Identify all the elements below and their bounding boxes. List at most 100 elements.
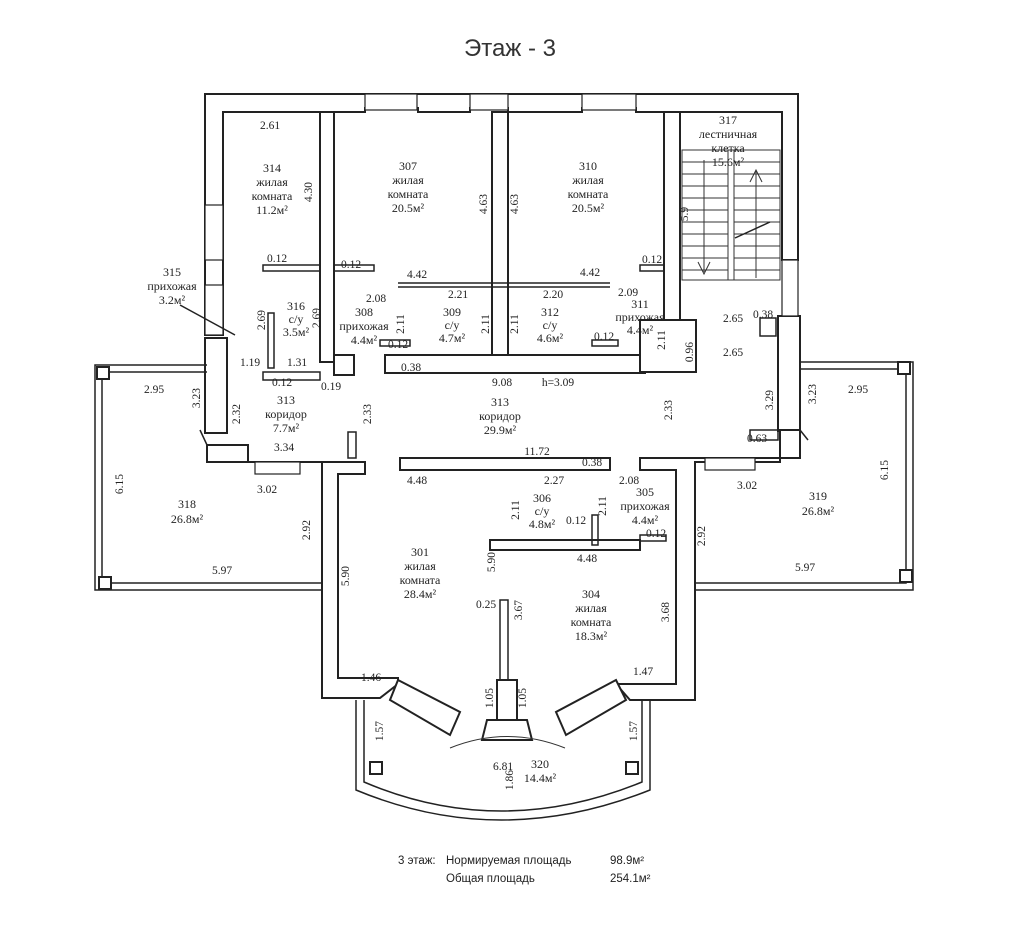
dimension-label: 4.63 — [478, 194, 490, 214]
staircase — [681, 149, 781, 281]
dimension-label: 2.11 — [597, 496, 609, 516]
dimension-label: 6.15 — [879, 460, 891, 480]
dimension-label: 1.57 — [374, 721, 386, 741]
dimension-label: 2.33 — [663, 400, 675, 420]
dimension-label: 3.29 — [764, 390, 776, 410]
dimension-label: 0.19 — [321, 381, 341, 393]
dimension-label: 2.11 — [509, 314, 521, 334]
normed-area-label: Нормируемая площадь — [446, 855, 571, 867]
dimension-label: 2.11 — [510, 500, 522, 520]
dimension-label: 4.63 — [509, 194, 521, 214]
dimension-label: 3.02 — [737, 480, 757, 492]
dimension-label: 11.72 — [524, 446, 550, 458]
dimension-label: 5.97 — [795, 562, 815, 574]
dimension-label: 3.23 — [807, 384, 819, 404]
dimension-label: 2.09 — [618, 287, 638, 299]
dimension-label: 2.92 — [696, 526, 708, 546]
dimension-label: 0.25 — [476, 599, 496, 611]
dimension-label: 4.42 — [407, 269, 427, 281]
dimension-label: 5.90 — [486, 552, 498, 572]
dimension-label: 1.05 — [484, 688, 496, 708]
dimension-label: 2.32 — [231, 404, 243, 424]
balconies — [94, 361, 914, 821]
dimension-label: 1.05 — [517, 688, 529, 708]
dimension-label: 6.81 — [493, 761, 513, 773]
dimension-label: 1.46 — [361, 672, 381, 684]
dimension-label: 2.95 — [848, 384, 868, 396]
dimension-label: 9.08 — [492, 377, 512, 389]
dimension-label: 3.23 — [191, 388, 203, 408]
dimension-label: 2.11 — [395, 314, 407, 334]
area-summary: 3 этаж: Нормируемая площадь 98.9м² Общая… — [398, 855, 651, 885]
dimension-label: 4.42 — [580, 267, 600, 279]
dimension-label: 2.08 — [619, 475, 639, 487]
dimension-label: 6.15 — [114, 474, 126, 494]
dimension-label: 0.12 — [594, 331, 614, 343]
partitions — [179, 264, 809, 546]
dimension-labels: 2.61 4.30 4.63 4.63 5.9 0.12 0.12 4.42 4… — [114, 120, 891, 790]
dimension-label: 0.12 — [341, 259, 361, 271]
dimension-label: 2.69 — [311, 308, 323, 328]
dimension-label: 3.68 — [660, 602, 672, 622]
dimension-label: 2.11 — [480, 314, 492, 334]
dimension-label: 0.96 — [684, 342, 696, 362]
dimension-label: 2.95 — [144, 384, 164, 396]
dimension-label: 0.38 — [582, 457, 602, 469]
dimension-label: 3.67 — [513, 600, 525, 620]
dimension-label: 2.65 — [723, 313, 743, 325]
dimension-label: 1.86 — [504, 770, 516, 790]
floor-label: 3 этаж: — [398, 855, 436, 867]
dimension-label: 0.12 — [566, 515, 586, 527]
dimension-label: 1.57 — [628, 721, 640, 741]
dimension-label: 2.33 — [362, 404, 374, 424]
dimension-label: 3.02 — [257, 484, 277, 496]
dimension-label: 3.34 — [274, 442, 294, 454]
dimension-label: 2.08 — [366, 293, 386, 305]
dimension-label: 1.31 — [287, 357, 307, 369]
dimension-label: 4.48 — [577, 553, 597, 565]
total-area-label: Общая площадь — [446, 873, 535, 885]
dimension-label: 0.63 — [747, 433, 767, 445]
dimension-label: 2.21 — [448, 289, 468, 301]
dimension-label: 5.9 — [679, 207, 691, 222]
dimension-label: 0.12 — [267, 253, 287, 265]
dimension-label: 0.38 — [753, 309, 773, 321]
total-area-value: 254.1м² — [610, 873, 651, 885]
dimension-label: 0.12 — [388, 339, 408, 351]
dimension-label: 2.20 — [543, 289, 563, 301]
dimension-label: 0.12 — [272, 377, 292, 389]
dimension-label: 2.65 — [723, 347, 743, 359]
windows — [204, 93, 799, 475]
interior-walls — [319, 111, 697, 551]
dimension-label: 0.12 — [642, 254, 662, 266]
dimension-label: 2.61 — [260, 120, 280, 132]
dimension-label: h=3.09 — [542, 377, 575, 389]
dimension-label: 1.47 — [633, 666, 653, 678]
dimension-label: 2.27 — [544, 475, 564, 487]
dimension-label: 4.48 — [407, 475, 427, 487]
dimension-label: 2.92 — [301, 520, 313, 540]
dimension-label: 5.97 — [212, 565, 232, 577]
dimension-label: 0.12 — [646, 528, 666, 540]
dimension-label: 4.30 — [303, 182, 315, 202]
dimension-label: 1.19 — [240, 357, 260, 369]
